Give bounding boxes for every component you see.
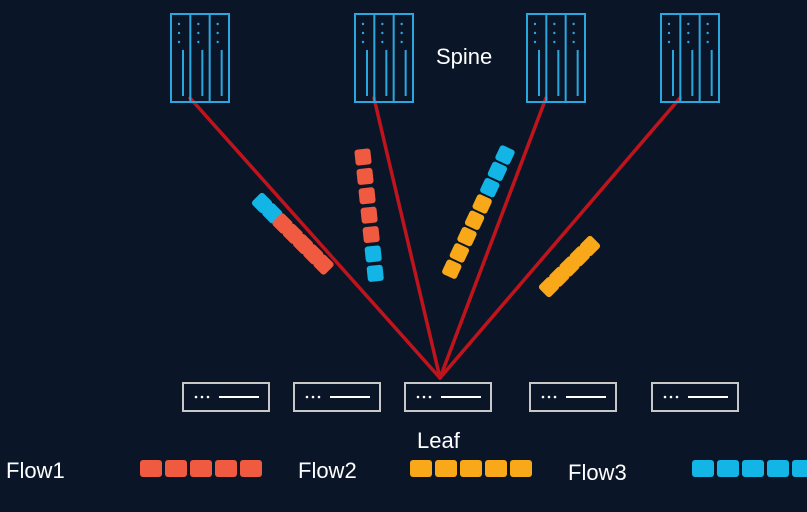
link-spine-3: [438, 96, 548, 380]
legend-swatch: [215, 460, 237, 477]
packet: [358, 187, 376, 205]
legend-flow3-label: Flow3: [568, 460, 627, 485]
legend-swatch: [510, 460, 532, 477]
packet: [364, 245, 382, 263]
legend-swatch: [692, 460, 714, 477]
packet: [360, 206, 378, 224]
packet: [354, 148, 372, 166]
leaf-label: Leaf: [417, 428, 460, 453]
packet: [442, 259, 462, 279]
packet: [449, 243, 470, 263]
packet: [480, 177, 500, 198]
packet: [457, 226, 477, 247]
packet: [356, 167, 374, 185]
leaf-switch-icon: [529, 382, 617, 412]
leaf-switch-icon: [182, 382, 270, 412]
packet: [313, 254, 334, 275]
spine-label: Spine: [436, 44, 493, 69]
legend-swatch: [165, 460, 187, 477]
packet: [487, 161, 508, 181]
link-spine-4: [438, 96, 682, 380]
packet: [366, 264, 384, 282]
legend-swatch: [742, 460, 764, 477]
legend-flow2-label: Flow2: [298, 458, 357, 483]
legend-swatch: [140, 460, 162, 477]
leaf-switch-icon: [404, 382, 492, 412]
legend-swatch: [435, 460, 457, 477]
packet: [362, 226, 380, 244]
packet: [464, 210, 485, 230]
packet: [538, 276, 560, 298]
link-spine-1: [188, 96, 442, 380]
legend-swatch: [767, 460, 789, 477]
legend-swatch: [485, 460, 507, 477]
legend-swatch: [792, 460, 807, 477]
link-spine-2: [372, 96, 442, 380]
spine-switch-icon: [170, 13, 230, 103]
legend-swatch: [410, 460, 432, 477]
leaf-switch-icon: [651, 382, 739, 412]
spine-switch-icon: [526, 13, 586, 103]
legend-swatch: [190, 460, 212, 477]
leaf-switch-icon: [293, 382, 381, 412]
legend-swatch: [240, 460, 262, 477]
spine-switch-icon: [354, 13, 414, 103]
packet: [495, 145, 515, 165]
legend-swatch: [717, 460, 739, 477]
legend-swatch: [460, 460, 482, 477]
spine-switch-icon: [660, 13, 720, 103]
legend-flow1-label: Flow1: [6, 458, 65, 483]
packet: [472, 194, 492, 214]
